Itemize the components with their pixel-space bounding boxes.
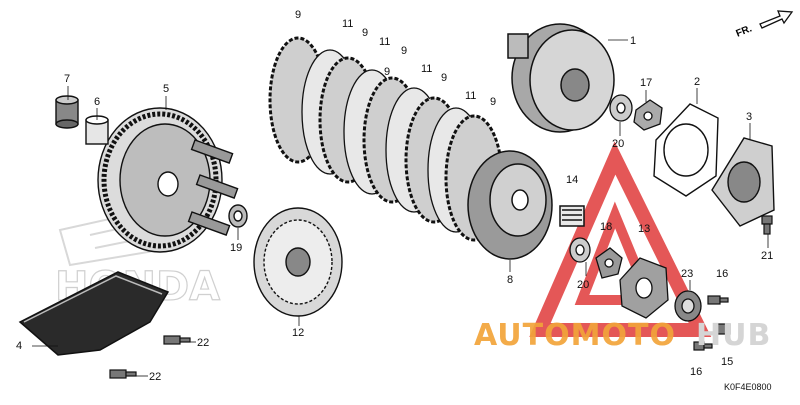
part-label-5: 5 xyxy=(163,83,170,95)
front-arrow-icon xyxy=(759,10,794,29)
part-label-9b: 9 xyxy=(362,27,369,39)
part-20-washer-upper xyxy=(609,94,633,122)
part-6-bushing xyxy=(85,115,109,145)
part-label-9f: 9 xyxy=(384,66,391,78)
part-23-bearing xyxy=(674,290,702,322)
part-label-9c: 9 xyxy=(401,45,408,57)
watermark-automoto: AUTOMOTO xyxy=(474,318,676,353)
part-16-bolt-right xyxy=(707,295,729,305)
part-1-primary-drum xyxy=(507,23,615,133)
part-label-3: 3 xyxy=(746,111,753,123)
part-label-22b: 22 xyxy=(149,371,162,383)
part-label-9a: 9 xyxy=(295,9,302,21)
part-label-16a: 16 xyxy=(716,268,729,280)
part-label-16b: 16 xyxy=(690,366,703,378)
part-label-12: 12 xyxy=(292,327,305,339)
part-label-18: 18 xyxy=(600,221,613,233)
drawing-code: K0F4E0800 xyxy=(724,382,772,392)
part-label-20b: 20 xyxy=(577,279,590,291)
part-label-21: 21 xyxy=(761,250,774,262)
part-label-11d: 11 xyxy=(465,90,477,102)
part-label-9d: 9 xyxy=(441,72,448,84)
part-label-1: 1 xyxy=(630,35,637,47)
part-2-gasket xyxy=(653,103,719,197)
part-8-pressure-plate xyxy=(467,150,553,260)
part-label-13: 13 xyxy=(638,223,651,235)
part-label-6: 6 xyxy=(94,96,101,108)
part-label-11c: 11 xyxy=(421,63,433,75)
part-label-19: 19 xyxy=(230,242,243,254)
part-20-washer-lower xyxy=(569,237,591,263)
part-21-bolt xyxy=(761,215,773,235)
part-16-bolt-lower xyxy=(693,341,713,351)
part-3-cover xyxy=(711,137,775,227)
part-13-lifter-piece xyxy=(619,257,669,319)
part-label-15: 15 xyxy=(721,356,734,368)
part-15-pin xyxy=(715,323,731,335)
part-19-washer xyxy=(228,204,248,228)
part-label-22a: 22 xyxy=(197,337,210,349)
part-7-collar xyxy=(55,95,79,129)
part-22-bolt-upper xyxy=(163,335,191,345)
part-label-2: 2 xyxy=(694,76,701,88)
part-label-8: 8 xyxy=(507,274,514,286)
part-label-14: 14 xyxy=(566,174,579,186)
part-label-11b: 11 xyxy=(379,36,391,48)
part-18-lifter xyxy=(595,247,623,279)
part-22-bolt-lower xyxy=(109,369,137,379)
part-14-spring xyxy=(559,205,585,227)
part-label-23: 23 xyxy=(681,268,694,280)
part-label-9e: 9 xyxy=(490,96,497,108)
part-4-plate xyxy=(18,271,170,356)
part-label-17: 17 xyxy=(640,77,653,89)
part-5-clutch-outer xyxy=(97,107,239,253)
part-label-4: 4 xyxy=(16,340,23,352)
leader-lines xyxy=(32,39,769,377)
part-label-7: 7 xyxy=(64,73,71,85)
part-12-clutch-center xyxy=(253,207,343,317)
watermark-hub: HUB xyxy=(696,318,772,353)
part-label-20a: 20 xyxy=(612,138,625,150)
part-label-11a: 11 xyxy=(342,18,354,30)
part-17-lifter-plate xyxy=(633,99,663,131)
